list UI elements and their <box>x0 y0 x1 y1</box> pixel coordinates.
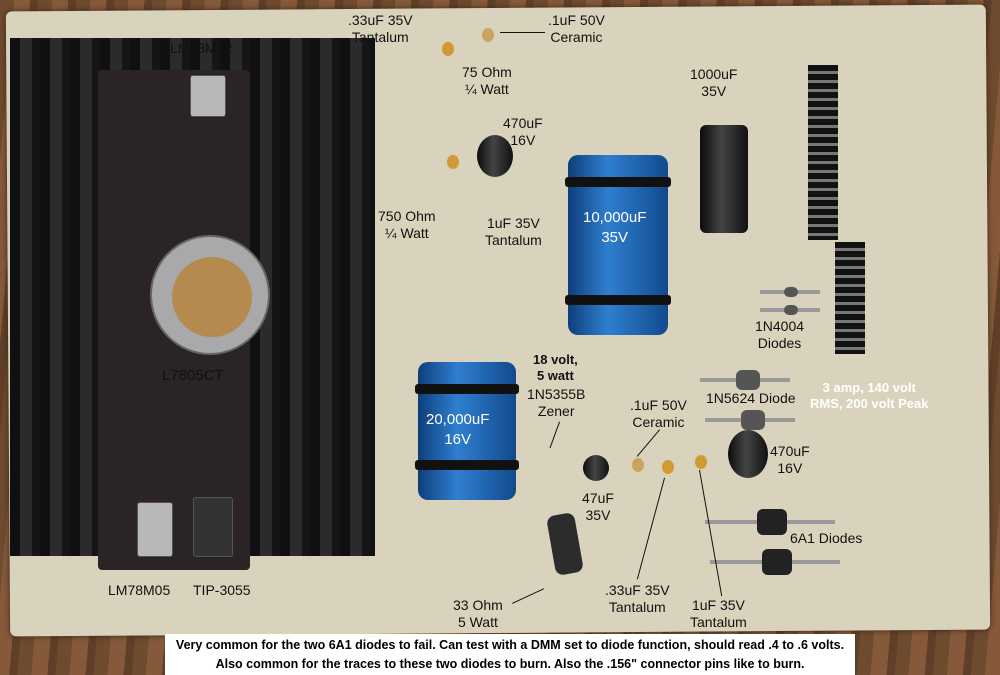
diode-6a1-2 <box>710 549 840 575</box>
transistor-tip3055 <box>193 497 233 557</box>
diode-1n4004-2 <box>760 305 820 315</box>
ceramic-cap-mid <box>632 458 644 472</box>
label-ceramic-1-top: .1uF 50V Ceramic <box>548 12 605 45</box>
tantalum-cap-top <box>442 42 454 56</box>
leader-line <box>500 32 545 33</box>
label-tantalum-1-mid: 1uF 35V Tantalum <box>485 215 542 248</box>
connector-header-bottom <box>835 242 865 354</box>
label-cap-470-top: 470uF 16V <box>503 115 543 148</box>
capacitor-470uf-top <box>477 135 513 177</box>
capacitor-1000uf <box>700 125 748 233</box>
label-cap-10000: 10,000uF 35V <box>583 209 647 246</box>
label-diodes-1n4004: 1N4004 Diodes <box>755 318 805 351</box>
label-diode-1n5624: 1N5624 Diode <box>706 390 796 406</box>
label-res-33: 33 Ohm 5 Watt <box>453 597 503 630</box>
label-l7805ct: L7805CT <box>162 367 224 384</box>
capacitor-20000uf <box>415 362 519 500</box>
label-lm78m05: LM78M05 <box>108 582 171 598</box>
label-tantalum-1-bottom: 1uF 35V Tantalum <box>690 597 747 630</box>
diode-6a1-1 <box>705 509 835 535</box>
label-tantalum-33-top: .33uF 35V Tantalum <box>348 12 413 45</box>
label-res-75: 75 Ohm ¼ Watt <box>462 64 512 97</box>
label-cap-470-right: 470uF 16V <box>770 443 810 476</box>
capacitor-47uf <box>583 455 609 481</box>
label-zener-part: 1N5355B Zener <box>527 386 586 419</box>
diode-1n5624-2 <box>705 410 795 430</box>
capacitor-470uf-right <box>728 430 768 478</box>
label-lm78m12: LM78M12 <box>170 40 233 56</box>
label-diode-rating: 3 amp, 140 volt RMS, 200 volt Peak <box>810 380 929 411</box>
label-cap-47: 47uF 35V <box>582 490 614 523</box>
label-cap-1000: 1000uF 35V <box>690 66 738 99</box>
tantalum-cap-mid <box>447 155 459 169</box>
label-diodes-6a1: 6A1 Diodes <box>790 530 863 546</box>
ceramic-cap-top <box>482 28 494 42</box>
diode-1n4004-1 <box>760 287 820 297</box>
connector-header-top <box>808 65 838 240</box>
label-tip3055: TIP-3055 <box>193 582 251 598</box>
label-tantalum-33-bottom: .33uF 35V Tantalum <box>605 582 670 615</box>
diode-1n5624-1 <box>700 370 790 390</box>
label-ceramic-1-mid: .1uF 50V Ceramic <box>630 397 687 430</box>
label-zener-rating: 18 volt, 5 watt <box>533 352 578 383</box>
regulator-lm78m12 <box>190 75 226 117</box>
regulator-l7805ct <box>150 235 270 355</box>
label-res-750: 750 Ohm ¼ Watt <box>378 208 436 241</box>
capacitor-10000uf <box>565 155 671 335</box>
tantalum-cap-bottom-1 <box>662 460 674 474</box>
regulator-lm78m05 <box>137 502 173 557</box>
caption: Very common for the two 6A1 diodes to fa… <box>165 634 855 675</box>
tantalum-cap-bottom-2 <box>695 455 707 469</box>
label-cap-20000: 20,000uF 16V <box>426 411 490 448</box>
